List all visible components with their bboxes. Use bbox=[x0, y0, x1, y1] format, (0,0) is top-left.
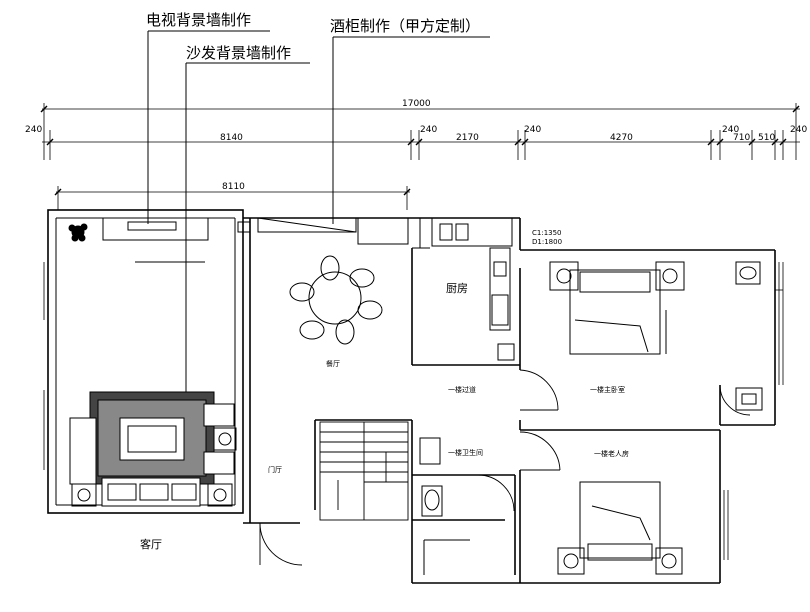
dim-seg-2: 8140 bbox=[220, 133, 243, 143]
dimension-lines bbox=[42, 103, 800, 210]
plant-icon bbox=[68, 223, 88, 242]
dim-seg-6: 4270 bbox=[610, 133, 633, 143]
master-bath-fixtures bbox=[735, 261, 763, 411]
tv-wall-note: 电视背景墙制作 bbox=[146, 11, 251, 29]
kitchen-note-1: C1:1350 bbox=[532, 229, 562, 237]
master-bed bbox=[549, 261, 685, 355]
kitchen-counters bbox=[412, 217, 515, 361]
tv-cabinet bbox=[102, 217, 209, 241]
dim-seg-1: 240 bbox=[25, 125, 42, 135]
room-label-master: 一楼主卧室 bbox=[590, 385, 625, 394]
wine-cabinet bbox=[237, 217, 409, 245]
dim-seg-5: 240 bbox=[524, 125, 541, 135]
windows bbox=[43, 262, 784, 560]
dining-table bbox=[289, 255, 383, 345]
side-tables bbox=[71, 427, 237, 507]
sofa bbox=[69, 403, 235, 507]
living-room-rug bbox=[89, 391, 215, 485]
room-label-dining: 餐厅 bbox=[326, 359, 340, 368]
room-label-living: 客厅 bbox=[140, 537, 162, 551]
dim-seg-7: 240 bbox=[722, 125, 739, 135]
dim-inner: 8110 bbox=[222, 182, 245, 192]
walls bbox=[47, 209, 776, 584]
room-label-second: 一楼老人房 bbox=[594, 449, 629, 458]
dim-total: 17000 bbox=[402, 99, 431, 109]
dim-seg-3: 240 bbox=[420, 125, 437, 135]
dimension-ticks bbox=[40, 105, 800, 196]
kitchen-note-2: D1:1800 bbox=[532, 238, 562, 246]
staircase bbox=[319, 421, 409, 521]
room-label-corridor: 一楼过道 bbox=[448, 385, 476, 394]
dim-seg-8: 710 bbox=[733, 133, 750, 143]
doors bbox=[259, 369, 751, 566]
sofa-wall-note: 沙发背景墙制作 bbox=[186, 44, 291, 62]
room-label-bathroom: 一楼卫生间 bbox=[448, 448, 483, 457]
room-label-hall: 门厅 bbox=[268, 465, 282, 474]
dim-seg-4: 2170 bbox=[456, 133, 479, 143]
bathroom-fixtures bbox=[419, 437, 470, 575]
wine-cabinet-note: 酒柜制作（甲方定制） bbox=[330, 17, 480, 35]
dim-seg-9: 510 bbox=[758, 133, 775, 143]
second-bed bbox=[557, 481, 683, 575]
room-label-kitchen: 厨房 bbox=[446, 282, 468, 295]
dim-seg-10: 240 bbox=[790, 125, 807, 135]
